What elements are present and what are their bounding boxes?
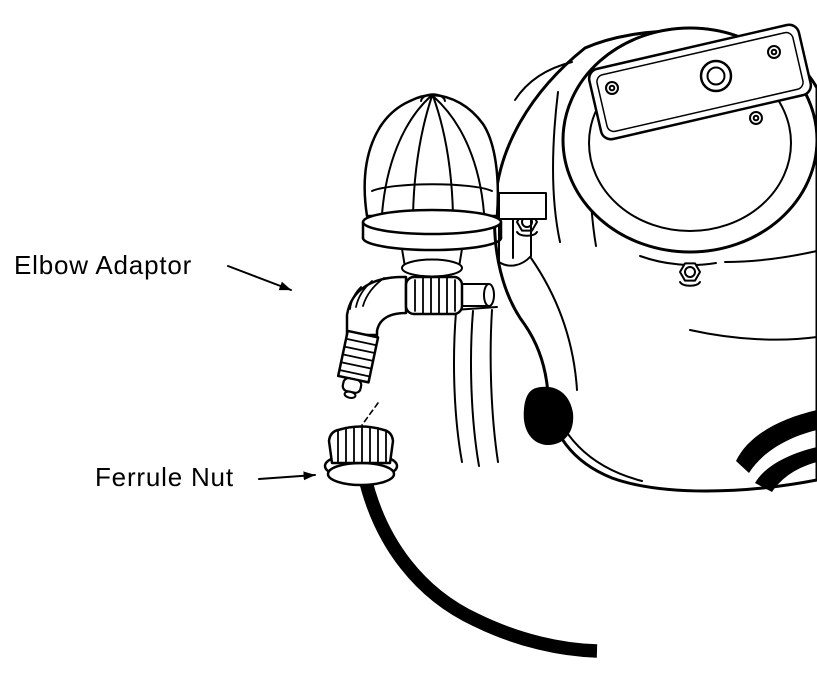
hex-bolt-icon <box>679 262 701 287</box>
label-arrows <box>227 265 316 481</box>
ferrule-nut-part <box>323 425 399 487</box>
label-elbow-adaptor: Elbow Adaptor <box>14 250 193 280</box>
dashed-guide-line <box>361 402 379 426</box>
plate-center-knob <box>699 59 733 93</box>
vent-cap-collar <box>361 208 503 236</box>
ferrule-nut-knurling <box>337 426 387 463</box>
shadow-blob <box>523 386 574 446</box>
vent-cap-ribs <box>371 95 493 216</box>
pump-body <box>453 23 817 493</box>
arrow-ferrule-nut <box>258 471 316 481</box>
label-ferrule-nut: Ferrule Nut <box>95 462 234 492</box>
tube <box>357 472 598 658</box>
elbow-threaded-barrel <box>336 329 380 399</box>
clamp-bracket <box>498 192 578 391</box>
arrow-elbow-adaptor <box>227 265 292 291</box>
elbow-adaptor-part <box>336 275 495 399</box>
elbow-bend-ribs <box>349 277 385 310</box>
shadow-band <box>755 447 817 492</box>
shadow-band <box>736 410 817 473</box>
vent-cap <box>361 93 503 278</box>
elbow-ribbed-collar <box>404 275 464 316</box>
plate-bolt-icon <box>605 45 781 125</box>
hoses <box>453 306 499 467</box>
pump-head-plate <box>587 23 813 141</box>
